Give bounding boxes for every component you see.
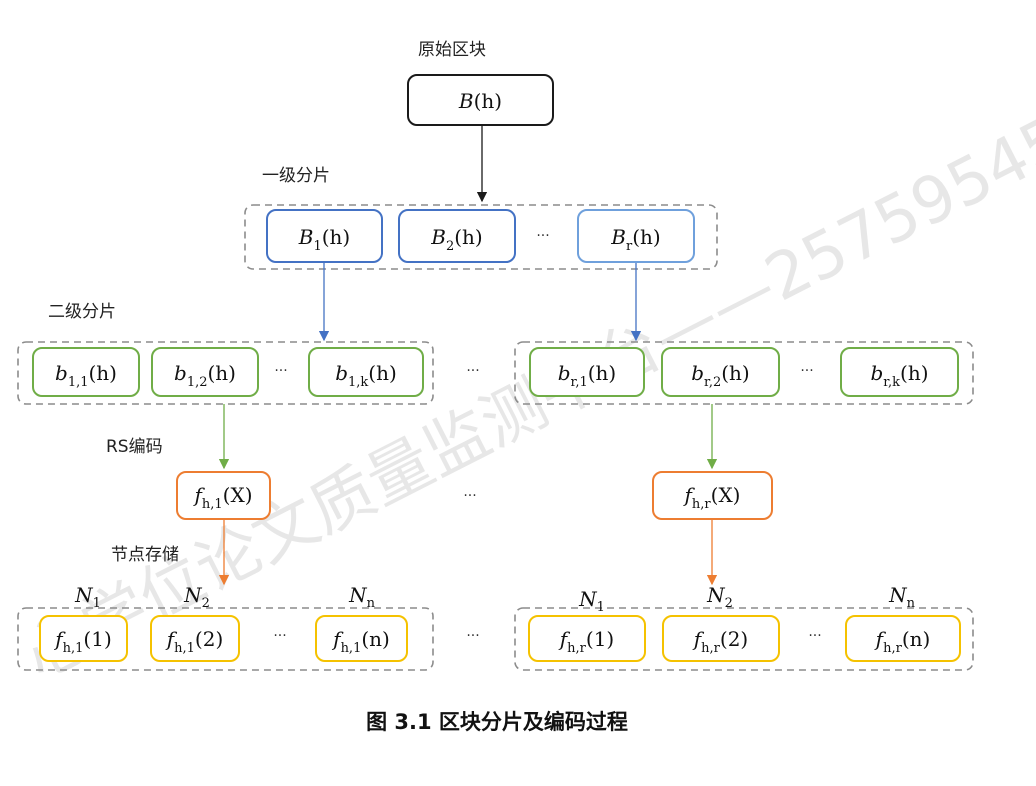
node-storage-item: fh,1(n): [315, 615, 408, 662]
level1-label: 一级分片: [262, 166, 330, 186]
svg-text:br,1(h): br,1(h): [558, 361, 617, 390]
node-group-ellipsis: ···: [466, 628, 479, 644]
level1-ellipsis: ···: [536, 228, 549, 244]
level1-shard: B1(h): [266, 209, 383, 263]
node-ellipsis: ···: [273, 628, 286, 644]
rs-code: fh,r(X): [652, 471, 773, 520]
level1-shard: Br(h): [577, 209, 695, 263]
svg-text:B1(h): B1(h): [298, 225, 350, 254]
level2-shard: b1,2(h): [151, 347, 259, 397]
node-ellipsis: ···: [808, 628, 821, 644]
node-storage-item: fh,r(2): [662, 615, 780, 662]
svg-text:b1,k(h): b1,k(h): [335, 361, 397, 390]
node-storage-label: 节点存储: [111, 545, 179, 565]
node-label: N2: [183, 583, 210, 611]
level2-group-r: [514, 341, 974, 405]
svg-text:fh,r(X): fh,r(X): [683, 483, 741, 512]
origin-block-text: B(h): [458, 89, 502, 113]
rs-code: fh,1(X): [176, 471, 271, 520]
svg-text:fh,1(n): fh,1(n): [331, 627, 390, 656]
level2-shard: br,2(h): [661, 347, 780, 397]
svg-text:Br(h): Br(h): [610, 225, 660, 254]
svg-text:B2(h): B2(h): [430, 225, 482, 254]
node-label: N2: [706, 583, 733, 611]
level2-group-ellipsis: ···: [466, 363, 479, 379]
rs-ellipsis: ···: [463, 488, 476, 504]
node-group-r: [514, 607, 974, 671]
rs-encoding-label: RS编码: [106, 437, 163, 457]
node-group-1: [17, 607, 434, 671]
svg-text:br,2(h): br,2(h): [691, 361, 750, 390]
level2-ellipsis: ···: [800, 363, 813, 379]
svg-text:b1,2(h): b1,2(h): [174, 361, 236, 390]
level1-shard: B2(h): [398, 209, 516, 263]
node-storage-item: fh,1(1): [39, 615, 128, 662]
level2-shard: b1,1(h): [32, 347, 140, 397]
node-label: N1: [74, 583, 101, 611]
node-storage-item: fh,r(1): [528, 615, 646, 662]
level2-shard: br,1(h): [529, 347, 645, 397]
level2-ellipsis: ···: [274, 363, 287, 379]
level2-shard: b1,k(h): [308, 347, 424, 397]
svg-text:b1,1(h): b1,1(h): [55, 361, 117, 390]
figure-caption: 图 3.1 区块分片及编码过程: [366, 710, 628, 734]
origin-block-label: 原始区块: [418, 40, 486, 60]
svg-text:br,k(h): br,k(h): [870, 361, 928, 390]
node-label: Nn: [888, 583, 916, 611]
level2-shard: br,k(h): [840, 347, 959, 397]
level2-label: 二级分片: [48, 302, 116, 322]
node-storage-item: fh,r(n): [845, 615, 961, 662]
level1-group: [244, 204, 718, 270]
node-storage-item: fh,1(2): [150, 615, 240, 662]
level2-group-1: [17, 341, 434, 405]
node-label: N1: [578, 587, 605, 615]
origin-block: B(h): [407, 74, 554, 126]
node-label: Nn: [348, 583, 376, 611]
